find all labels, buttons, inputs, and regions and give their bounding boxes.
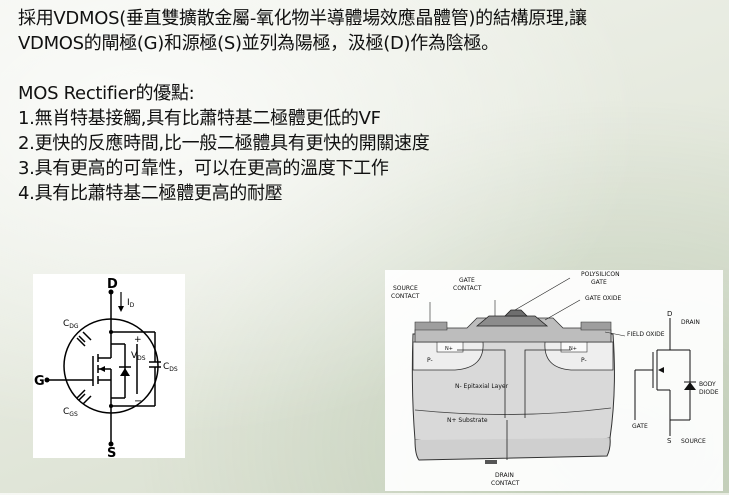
source-contact-line2: CONTACT [391, 293, 420, 300]
vds-label: V [131, 351, 138, 361]
svg-text:CDG: CDG [63, 319, 79, 330]
gate-label: G [34, 374, 45, 389]
intro-line-2: VDMOS的閘極(G)和源極(S)並列為陽極，汲極(D)作為陰極。 [18, 33, 499, 54]
id-subscript: D [130, 302, 135, 309]
field-oxide-label: FIELD OXIDE [627, 331, 665, 338]
p-well-right: P- [581, 357, 587, 364]
vdmos-cross-section-diagram: SOURCE CONTACT GATE CONTACT POLYSILICON … [385, 270, 723, 491]
cds-label: C [163, 362, 169, 372]
advantages-heading: MOS Rectifier的優點: [18, 83, 195, 104]
cgs-subscript: GS [69, 411, 78, 418]
body-diode-line2: DIODE [699, 389, 719, 396]
drain-contact-line2: CONTACT [491, 480, 520, 487]
drain-contact-line1: DRAIN [495, 472, 514, 479]
intro-line-1: 採用VDMOS(垂直雙擴散金屬-氧化物半導體場效應晶體管)的結構原理,讓 [18, 8, 587, 29]
poly-gate-line1: POLYSILICON [581, 271, 620, 278]
advantage-item-1: 1.無肖特基接觸,具有比蕭特基二極體更低的VF [18, 108, 381, 129]
advantage-item-3: 3.具有更高的可靠性，可以在更高的溫度下工作 [18, 158, 389, 179]
substrate-label: N+ Substrate [447, 417, 488, 424]
poly-gate-line2: GATE [591, 279, 607, 286]
mosfet-circuit-diagram: D G S ID CDG CGS CDS VDS + − [33, 274, 185, 461]
svg-text:ID: ID [127, 298, 135, 309]
svg-text:VDS: VDS [131, 351, 146, 362]
text-content: 採用VDMOS(垂直雙擴散金屬-氧化物半導體場效應晶體管)的結構原理,讓 VDM… [18, 6, 718, 206]
body-diode-line1: BODY [699, 381, 716, 388]
svg-text:CDS: CDS [163, 362, 178, 373]
n-plus-right: N+ [569, 346, 577, 352]
cdg-subscript: DG [69, 323, 79, 330]
gate-contact-line1: GATE [459, 277, 475, 284]
symbol-source-letter: S [667, 437, 672, 445]
svg-text:CGS: CGS [63, 407, 78, 418]
symbol-drain-letter: D [667, 310, 672, 318]
gate-contact-line2: CONTACT [453, 285, 482, 292]
mosfet-circuit-svg: D G S ID CDG CGS CDS VDS + − [34, 277, 178, 461]
cds-subscript: DS [169, 366, 178, 373]
cdg-label: C [63, 319, 69, 329]
spacer [18, 56, 718, 81]
drain-label: D [107, 277, 118, 292]
cgs-label: C [63, 407, 69, 417]
vds-subscript: DS [137, 355, 146, 362]
advantage-item-2: 2.更快的反應時間,比一般二極體具有更快的開關速度 [18, 133, 430, 154]
symbol-drain-label: DRAIN [681, 319, 700, 326]
symbol-gate-label: GATE [632, 423, 648, 430]
vds-plus: + [134, 335, 142, 345]
source-contact-line1: SOURCE [393, 285, 418, 292]
mosfet-symbol [634, 318, 696, 436]
p-well-left: P- [427, 357, 433, 364]
vds-minus: − [134, 396, 142, 407]
gate-oxide-label: GATE OXIDE [585, 295, 621, 302]
n-plus-left: N+ [445, 346, 453, 352]
symbol-source-label: SOURCE [681, 438, 706, 445]
advantage-item-4: 4.具有比蕭特基二極體更高的耐壓 [18, 183, 283, 204]
source-label: S [107, 446, 116, 458]
id-label: I [127, 298, 130, 308]
cross-section-svg: SOURCE CONTACT GATE CONTACT POLYSILICON … [391, 271, 719, 487]
epitaxial-layer-label: N- Epitaxial Layer [455, 383, 509, 390]
